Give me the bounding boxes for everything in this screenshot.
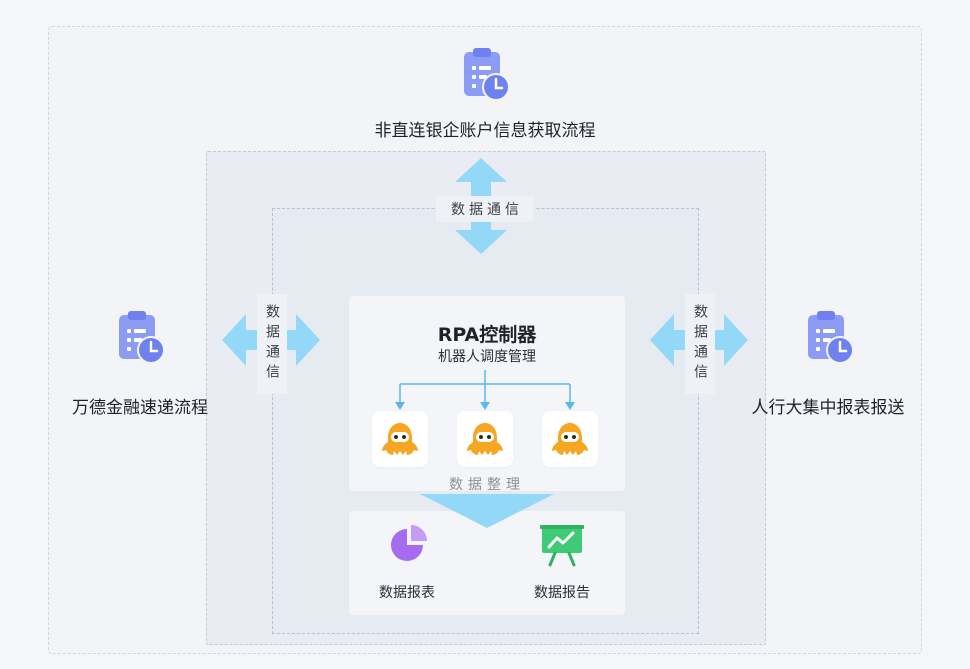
clipboard-clock-icon: [462, 46, 512, 106]
dispatch-connector: [395, 370, 575, 410]
controller-title: RPA控制器: [437, 324, 537, 346]
controller-subtitle: 机器人调度管理: [438, 349, 536, 365]
process-left-label: 万德金融速递流程: [72, 398, 208, 418]
clipboard-clock-icon: [117, 309, 167, 369]
octopus-robot-icon: [552, 423, 588, 455]
funnel-down-arrow: [420, 494, 554, 528]
robot-card-3: [542, 411, 598, 467]
data-sort-label: 数据整理: [449, 477, 525, 493]
pie-chart-icon: [387, 523, 431, 571]
output-announce-label: 数据报告: [534, 585, 590, 601]
comm-tag-right: 数据通信: [685, 294, 715, 394]
robot-card-2: [457, 411, 513, 467]
process-top-label: 非直连银企账户信息获取流程: [374, 121, 596, 141]
comm-tag-top: 数据通信: [436, 196, 534, 222]
clipboard-clock-icon: [806, 309, 856, 369]
robot-card-1: [372, 411, 428, 467]
output-report-label: 数据报表: [379, 585, 435, 601]
octopus-robot-icon: [467, 423, 503, 455]
comm-tag-left: 数据通信: [257, 294, 287, 394]
process-right-label: 人行大集中报表报送: [751, 398, 905, 418]
octopus-robot-icon: [382, 423, 418, 455]
presentation-chart-icon: [540, 523, 584, 571]
